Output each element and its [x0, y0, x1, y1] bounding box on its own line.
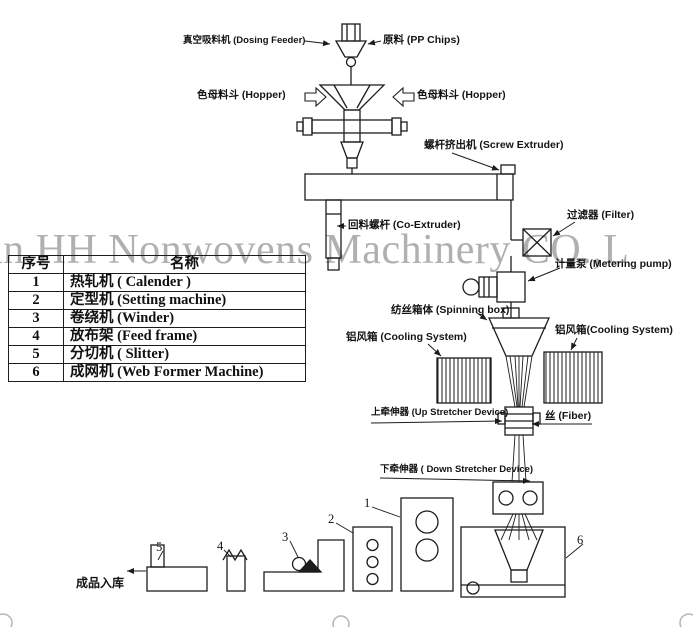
label-up-stretcher: 上牵伸器 (Up Stretcher Device): [371, 407, 509, 418]
row-name: 热轧机 ( Calender ): [63, 273, 306, 292]
row-name: 分切机 ( Slitter): [63, 345, 306, 364]
table-header-row: 序号 名称: [8, 255, 306, 274]
fiber-curtain-upper: [505, 355, 533, 408]
screw-extruder-barrel: [304, 164, 516, 201]
fiber-strand-middle: [511, 434, 527, 483]
row-no: 1: [8, 273, 64, 292]
web-former-machine: [460, 526, 566, 598]
down-stretcher-unit: [492, 481, 544, 515]
table-row: 2 定型机 (Setting machine): [8, 291, 306, 310]
table-row: 1 热轧机 ( Calender ): [8, 273, 306, 292]
metering-pump-unit: [462, 271, 526, 303]
row-name: 卷绕机 (Winder): [63, 309, 306, 328]
row-name: 成网机 (Web Former Machine): [63, 363, 306, 382]
label-leader-arrows: [127, 39, 592, 574]
machine-number-5: 5: [156, 540, 163, 554]
table-row: 4 放布架 (Feed frame): [8, 327, 306, 346]
label-fiber: 丝 (Fiber): [545, 410, 592, 422]
label-hopper-right: 色母料斗 (Hopper): [417, 89, 506, 101]
setting-machine: [352, 526, 393, 592]
machine-number-3: 3: [282, 530, 289, 544]
calender-machine: [400, 497, 454, 592]
row-no: 3: [8, 309, 64, 328]
filter-unit: [522, 228, 552, 257]
table-row: 5 分切机 ( Slitter): [8, 345, 306, 364]
feed-frame-machine: [222, 548, 248, 592]
hopper-assembly: [318, 84, 386, 111]
row-no: 2: [8, 291, 64, 310]
label-dosing-feeder: 真空吸料机 (Dosing Feeder): [183, 35, 306, 46]
machine-number-leaders: [157, 506, 584, 561]
label-down-stretcher: 下牵伸器 ( Down Stretcher Device): [380, 464, 534, 475]
extruder-head: [296, 109, 408, 174]
label-hopper-left: 色母料斗 (Hopper): [197, 89, 286, 101]
machine-number-1: 1: [364, 496, 371, 510]
slitter-machine: [146, 544, 208, 592]
melt-pipe: [510, 200, 523, 318]
label-co-extruder: 回料螺杆 (Co-Extruder): [348, 219, 461, 231]
row-no: 5: [8, 345, 64, 364]
cooling-box-right: [543, 351, 603, 404]
machine-number-6: 6: [577, 533, 584, 547]
dosing-feeder-unit: [334, 23, 368, 85]
machine-number-4: 4: [217, 539, 224, 553]
row-name: 定型机 (Setting machine): [63, 291, 306, 310]
table-row: 3 卷绕机 (Winder): [8, 309, 306, 328]
table-header-name: 名称: [63, 255, 306, 274]
label-finished-product: 成品入库: [76, 576, 125, 590]
machine-number-2: 2: [328, 512, 335, 526]
co-extruder-screw: [325, 199, 342, 271]
label-cooling-right: 铝风箱(Cooling System): [555, 324, 673, 336]
row-no: 6: [8, 363, 64, 382]
table-header-no: 序号: [8, 255, 64, 274]
winder-machine: [263, 539, 345, 592]
row-name: 放布架 (Feed frame): [63, 327, 306, 346]
table-row: 6 成网机 (Web Former Machine): [8, 363, 306, 382]
label-filter: 过滤器 (Filter): [567, 209, 635, 221]
cooling-box-left: [436, 357, 492, 404]
label-spinning-box: 纺丝箱体 (Spinning box): [391, 304, 510, 316]
label-pp-chips: 原料 (PP Chips): [383, 34, 460, 46]
row-no: 4: [8, 327, 64, 346]
label-screw-extruder: 螺杆挤出机 (Screw Extruder): [424, 139, 564, 151]
label-cooling-left: 铝风箱 (Cooling System): [346, 331, 467, 343]
watermark-bottom-circles: [0, 613, 693, 627]
label-metering-pump: 计量泵 (Metering pump): [555, 258, 672, 270]
hopper-block-arrows: [304, 86, 415, 108]
machine-spec-table: 序号 名称 1 热轧机 ( Calender ) 2 定型机 (Setting …: [8, 255, 306, 382]
